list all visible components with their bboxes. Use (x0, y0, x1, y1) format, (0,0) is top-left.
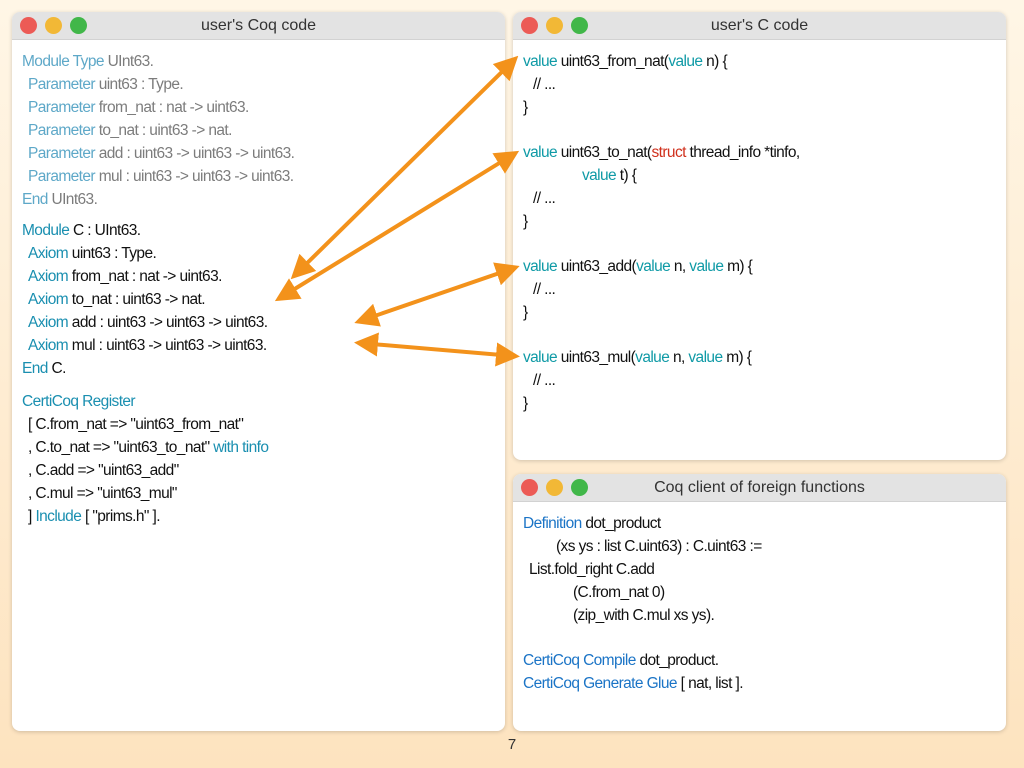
coq-window-titlebar: user's Coq code (12, 12, 505, 40)
code-line: } (523, 213, 528, 230)
coq-window-title: user's Coq code (200, 17, 317, 34)
code-line: value uint63_from_nat(value n) { (523, 53, 728, 70)
code-line: } (523, 395, 528, 412)
c-code-body: value uint63_from_nat(value n) { // ... … (523, 52, 993, 452)
code-line: // ... (533, 372, 556, 389)
code-line: Axiom mul : uint63 -> uint63 -> uint63. (28, 337, 267, 354)
c-window-title: user's C code (710, 17, 809, 34)
page-number: 7 (507, 736, 517, 753)
code-line: (zip_with C.mul xs ys). (573, 607, 715, 624)
code-line: Module Type UInt63. (22, 53, 154, 70)
code-line: End UInt63. (22, 191, 98, 208)
code-line: CertiCoq Compile dot_product. (523, 652, 719, 669)
code-line: Axiom from_nat : nat -> uint63. (28, 268, 222, 285)
code-line: CertiCoq Generate Glue [ nat, list ]. (523, 675, 744, 692)
code-line: Definition dot_product (523, 515, 661, 532)
code-line: , C.add => "uint63_add" (28, 462, 179, 479)
c-window-titlebar: user's C code (513, 12, 1006, 40)
code-line: CertiCoq Register (22, 393, 136, 410)
c-code-window: user's C code value uint63_from_nat(valu… (513, 12, 1006, 460)
code-line: value uint63_mul(value n, value m) { (523, 349, 752, 366)
code-line: } (523, 304, 528, 321)
code-line: // ... (533, 190, 556, 207)
maximize-window-icon[interactable] (70, 17, 87, 34)
maximize-window-icon[interactable] (571, 479, 588, 496)
code-line: Parameter add : uint63 -> uint63 -> uint… (28, 145, 295, 162)
code-line: Axiom uint63 : Type. (28, 245, 157, 262)
minimize-window-icon[interactable] (546, 479, 563, 496)
close-window-icon[interactable] (521, 479, 538, 496)
code-line: (xs ys : list C.uint63) : C.uint63 := (556, 538, 762, 555)
code-line: , C.to_nat => "uint63_to_nat" with tinfo (28, 439, 269, 456)
code-line: ] Include [ "prims.h" ]. (28, 508, 161, 525)
code-line: Axiom add : uint63 -> uint63 -> uint63. (28, 314, 268, 331)
coq-code-window: user's Coq code Module Type UInt63. Para… (12, 12, 505, 731)
code-line: value t) { (582, 167, 637, 184)
close-window-icon[interactable] (20, 17, 37, 34)
code-line: value uint63_add(value n, value m) { (523, 258, 753, 275)
client-code-body: Definition dot_product (xs ys : list C.u… (523, 514, 993, 714)
code-line: (C.from_nat 0) (573, 584, 665, 601)
client-window-title: Coq client of foreign functions (654, 479, 865, 496)
coq-code-body: Module Type UInt63. Parameter uint63 : T… (22, 52, 492, 612)
close-window-icon[interactable] (521, 17, 538, 34)
code-line: [ C.from_nat => "uint63_from_nat" (28, 416, 244, 433)
code-line: value uint63_to_nat(struct thread_info *… (523, 144, 800, 161)
code-line: End C. (22, 360, 66, 377)
maximize-window-icon[interactable] (571, 17, 588, 34)
coq-client-window: Coq client of foreign functions Definiti… (513, 474, 1006, 731)
code-line: Module C : UInt63. (22, 222, 141, 239)
code-line: Parameter mul : uint63 -> uint63 -> uint… (28, 168, 294, 185)
code-line: Parameter to_nat : uint63 -> nat. (28, 122, 232, 139)
client-window-titlebar: Coq client of foreign functions (513, 474, 1006, 502)
code-line: // ... (533, 281, 556, 298)
code-line: , C.mul => "uint63_mul" (28, 485, 177, 502)
minimize-window-icon[interactable] (546, 17, 563, 34)
minimize-window-icon[interactable] (45, 17, 62, 34)
code-line: List.fold_right C.add (529, 561, 655, 578)
code-line: // ... (533, 76, 556, 93)
code-line: Axiom to_nat : uint63 -> nat. (28, 291, 206, 308)
code-line: Parameter uint63 : Type. (28, 76, 184, 93)
code-line: } (523, 99, 528, 116)
code-line: Parameter from_nat : nat -> uint63. (28, 99, 249, 116)
